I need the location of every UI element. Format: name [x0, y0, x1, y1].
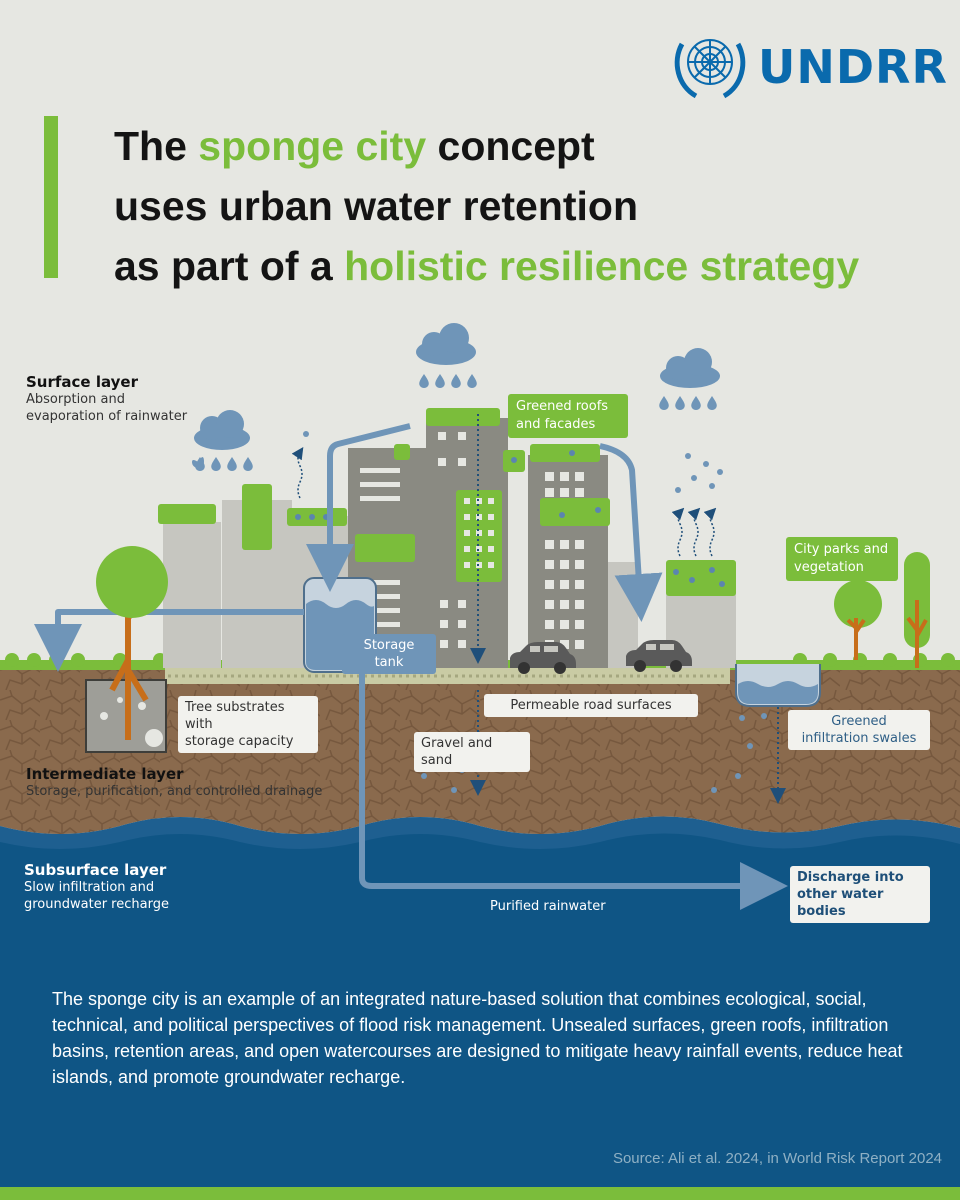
greened-roofs-label: Greened roofs and facades	[508, 394, 628, 438]
discharge-line2: other water bodies	[797, 887, 884, 919]
tree-substrates-label: Tree substrates with storage capacity	[178, 696, 318, 753]
cloud-rain-icon	[659, 348, 720, 411]
subsurface-layer-sub1: Slow infiltration and	[24, 880, 155, 895]
source-text: Source: Ali et al. 2024, in World Risk R…	[612, 1150, 942, 1167]
car-icon	[626, 640, 692, 672]
title-line3-highlight: holistic resilience strategy	[344, 243, 860, 289]
greened-roofs-line2: and facades	[516, 417, 596, 432]
description-text: The sponge city is an example of an inte…	[52, 989, 903, 1087]
car-icon	[510, 642, 576, 674]
surface-layer-sub1: Absorption and	[26, 392, 125, 407]
subsurface-layer-title: Subsurface layer	[24, 861, 167, 879]
subsurface-layer-label: Subsurface layer Slow infiltration and g…	[24, 862, 169, 913]
storage-tank-label: Storage tank	[342, 634, 436, 674]
page-title: The sponge city concept uses urban water…	[114, 116, 934, 296]
facade-windows	[464, 498, 494, 568]
surface-layer-title: Surface layer	[26, 373, 138, 391]
greened-roofs-line1: Greened roofs	[516, 399, 609, 414]
swales-line1: Greened	[831, 714, 887, 729]
infiltration-swale	[735, 664, 821, 707]
purified-rainwater-label: Purified rainwater	[490, 899, 606, 914]
surface-layer-sub2: evaporation of rainwater	[26, 409, 188, 424]
city-parks-label: City parks and vegetation	[786, 537, 898, 581]
permeable-roads-label: Permeable road surfaces	[484, 694, 698, 717]
cloud-rain-icon	[192, 410, 253, 471]
un-emblem-icon	[674, 39, 746, 99]
intermediate-layer-label: Intermediate layer Storage, purification…	[26, 766, 322, 800]
tree-substrates-line1: Tree substrates with	[185, 700, 285, 732]
title-line3-pre: as part of a	[114, 243, 345, 289]
city-parks-line2: vegetation	[794, 560, 864, 575]
tree-substrates-line2: storage capacity	[185, 734, 294, 749]
tree-icon	[834, 552, 930, 668]
subsurface-layer-sub2: groundwater recharge	[24, 897, 169, 912]
intermediate-layer-sub: Storage, purification, and controlled dr…	[26, 784, 323, 799]
intermediate-layer-title: Intermediate layer	[26, 765, 184, 783]
title-line1-highlight: sponge city	[198, 123, 427, 169]
title-line1-pre: The	[114, 123, 199, 169]
gravel-sand-label: Gravel and sand	[414, 732, 530, 772]
logo-text: UNDRR	[758, 40, 948, 94]
surface-layer-label: Surface layer Absorption and evaporation…	[26, 374, 187, 425]
title-accent-bar	[44, 116, 58, 278]
bottom-accent-bar	[0, 1187, 960, 1200]
discharge-label: Discharge into other water bodies	[790, 866, 930, 923]
permeable-road	[165, 668, 730, 684]
evaporation-icon	[291, 447, 717, 557]
discharge-line1: Discharge into	[797, 870, 904, 885]
city-parks-line1: City parks and	[794, 542, 889, 557]
swales-line2: infiltration swales	[801, 731, 917, 746]
cloud-rain-icon	[416, 323, 477, 389]
subsurface-water	[0, 833, 960, 1200]
title-line2: uses urban water retention	[114, 183, 639, 229]
tree-icon	[96, 546, 168, 740]
flow-arrows	[34, 423, 788, 910]
title-line1-post: concept	[426, 123, 595, 169]
evaporation-dots	[303, 431, 723, 493]
swales-label: Greened infiltration swales	[788, 710, 930, 750]
